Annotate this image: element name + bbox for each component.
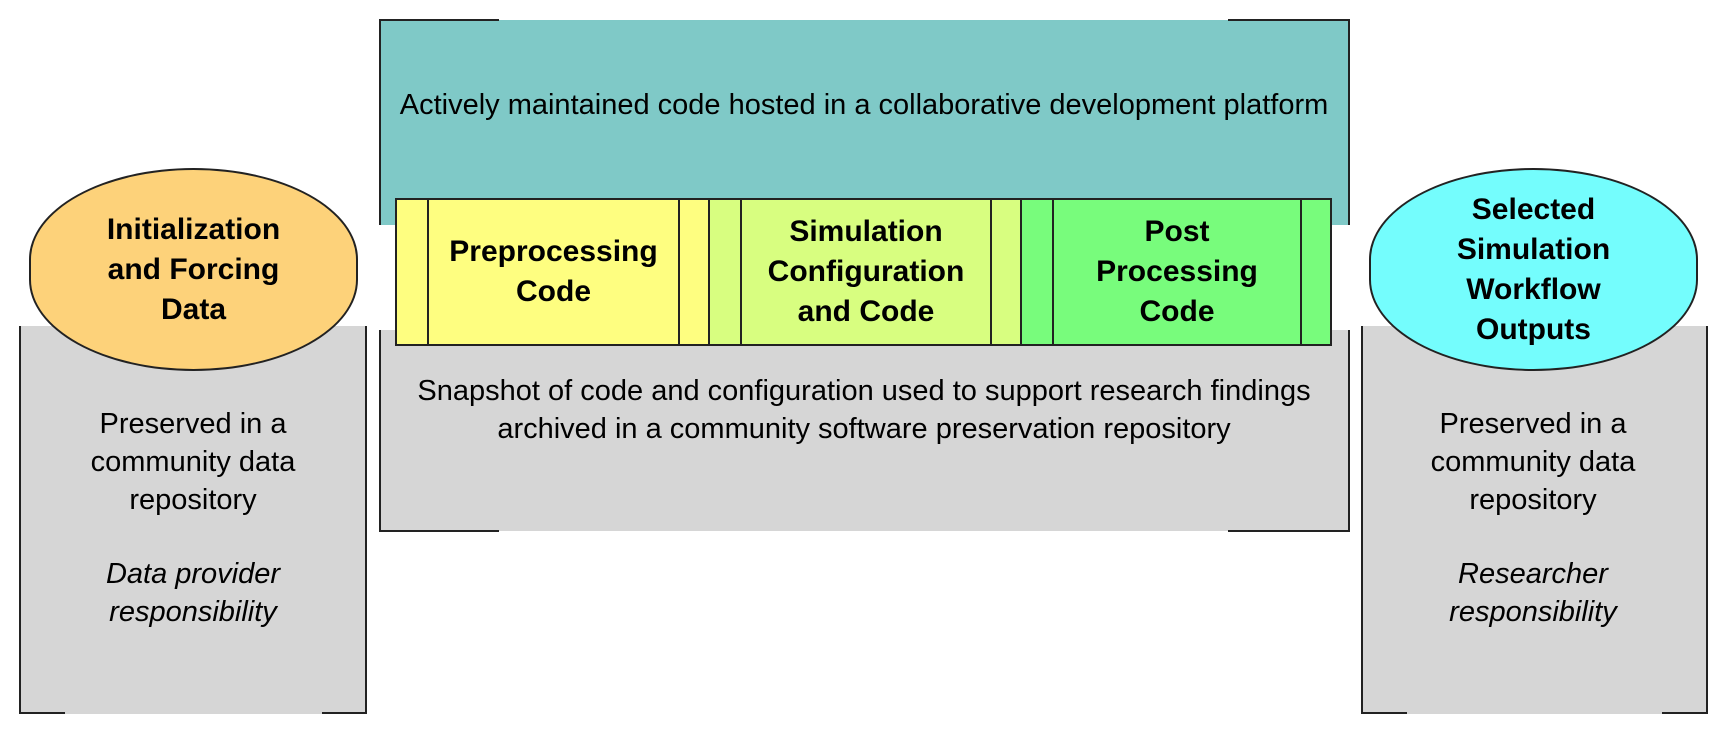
initialization-data-ellipse: Initialization and Forcing Data — [29, 168, 358, 371]
snapshot-description: Snapshot of code and configuration used … — [417, 375, 1311, 445]
platform-box-edge — [1348, 19, 1350, 225]
left-box-edge — [19, 326, 21, 714]
initialization-data-label: Initialization and Forcing Data — [106, 212, 281, 326]
platform-box-corner — [1228, 19, 1350, 21]
simulation-label: Simulation Configuration and Code — [767, 215, 965, 328]
postprocessing-label: Post Processing Code — [1096, 215, 1258, 328]
left-box-corner — [322, 712, 367, 714]
simulation-outputs-label: Selected Simulation Workflow Outputs — [1456, 192, 1611, 346]
simulation-outputs-ellipse: Selected Simulation Workflow Outputs — [1369, 168, 1698, 371]
platform-description: Actively maintained code hosted in a col… — [399, 89, 1329, 121]
right-box-edge — [1706, 326, 1708, 714]
platform-box-edge — [379, 19, 381, 225]
postprocessing-block: Post Processing Code — [1020, 198, 1332, 346]
right-box-corner — [1662, 712, 1708, 714]
left-preserved-text: Preserved in a community data repository — [90, 408, 296, 516]
collaborative-platform-box — [380, 20, 1348, 225]
snapshot-box-corner — [1228, 530, 1350, 532]
left-preservation-box — [20, 326, 366, 714]
snapshot-box-edge — [1348, 330, 1350, 532]
simulation-block: Simulation Configuration and Code — [708, 198, 1022, 346]
left-box-corner — [19, 712, 65, 714]
snapshot-box — [380, 330, 1348, 531]
right-preserved-text: Preserved in a community data repository — [1430, 408, 1636, 516]
preprocessing-block: Preprocessing Code — [395, 198, 710, 346]
snapshot-box-corner — [379, 530, 499, 532]
right-responsibility: Researcher responsibility — [1449, 558, 1617, 628]
right-preservation-box — [1362, 326, 1708, 714]
left-box-edge — [365, 326, 367, 714]
right-box-edge — [1361, 326, 1363, 714]
preprocessing-label: Preprocessing Code — [449, 235, 658, 308]
right-box-corner — [1361, 712, 1407, 714]
snapshot-box-edge — [379, 330, 381, 532]
platform-box-corner — [379, 19, 499, 21]
left-responsibility: Data provider responsibility — [105, 558, 281, 628]
